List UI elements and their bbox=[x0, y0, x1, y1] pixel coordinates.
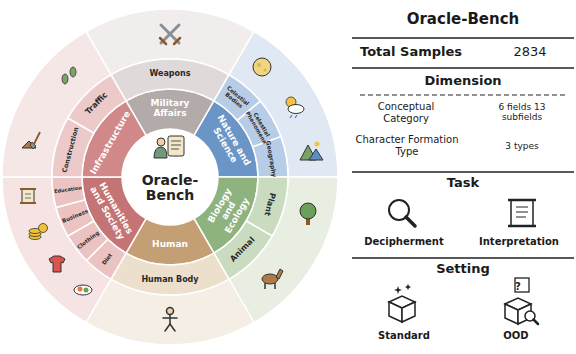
task-section: TaskDecipherment Interpretation bbox=[352, 172, 574, 258]
title-cell: Oracle-Bench bbox=[352, 4, 574, 38]
question-mark: ? bbox=[511, 280, 525, 294]
segment-label: Education bbox=[53, 186, 83, 195]
samples-row: Total Samples2834 bbox=[352, 38, 574, 68]
segment-label: Construction bbox=[61, 125, 81, 175]
tree-icon bbox=[300, 203, 316, 225]
dimension-name: Conceptual Category bbox=[358, 101, 454, 124]
mountain-icon bbox=[300, 142, 323, 161]
dimension-section: DimensionConceptual Category 6 fields 13 … bbox=[352, 68, 574, 172]
segment-label: Plant bbox=[260, 181, 280, 226]
ood-box-icon bbox=[505, 278, 538, 324]
subfield-label-box: Construction bbox=[61, 125, 81, 175]
subfield-segment bbox=[52, 177, 85, 208]
segment-label: Geography bbox=[265, 139, 278, 180]
subfield-label-box: Traffic bbox=[78, 85, 115, 122]
subfield-segment bbox=[111, 253, 229, 295]
field-label-box: Biology and Ecology bbox=[202, 178, 257, 243]
dimension-name: Character Formation Type bbox=[354, 134, 460, 157]
setting-section: SettingStandard OOD bbox=[352, 258, 574, 352]
animal-icon bbox=[262, 269, 283, 289]
segment-label: Weapons bbox=[142, 70, 198, 79]
human-icon bbox=[163, 308, 177, 332]
segment-label: Traffic bbox=[78, 85, 115, 122]
subfield-segment bbox=[111, 59, 229, 101]
segment-label: Oracle-Bench bbox=[132, 173, 208, 204]
segment-label: Human bbox=[141, 240, 199, 250]
center-disc bbox=[123, 130, 217, 224]
row-label: Total Samples bbox=[360, 45, 490, 60]
subfield-label-box: Celestial Phenomena bbox=[244, 106, 273, 145]
weather-icon bbox=[286, 97, 304, 118]
field-label-box: Military Affairs bbox=[141, 99, 199, 119]
segment-label: Diet bbox=[96, 245, 119, 272]
subfield-label-box: Celestial Bodies bbox=[219, 83, 253, 114]
task-name: Decipherment bbox=[352, 236, 456, 248]
row-value: 2834 bbox=[492, 45, 568, 60]
scholar-icon bbox=[154, 136, 184, 158]
center-circle: Oracle-Bench bbox=[132, 173, 208, 204]
section-heading: Setting bbox=[352, 262, 574, 277]
segment-label: Celestial Bodies bbox=[219, 83, 253, 114]
panel-title: Oracle-Bench bbox=[352, 11, 574, 28]
section-heading: Task bbox=[352, 176, 574, 191]
section-heading: Dimension bbox=[352, 74, 574, 89]
subfield-label-box: Geography bbox=[265, 139, 278, 180]
segment-label: Animal bbox=[224, 231, 261, 268]
dimension-value: 3 types bbox=[478, 141, 566, 151]
segment-label: Clothing bbox=[75, 228, 102, 251]
coin-icon bbox=[29, 224, 48, 240]
document-icon bbox=[508, 200, 536, 226]
sword-icon bbox=[160, 25, 180, 44]
setting-name: Standard bbox=[352, 330, 456, 342]
segment-label: Human Body bbox=[138, 276, 202, 285]
subfield-label-box: Weapons bbox=[142, 70, 198, 79]
segment-label: Biology and Ecology bbox=[202, 178, 257, 243]
subfield-label-box: Clothing bbox=[75, 228, 102, 251]
food-icon bbox=[74, 285, 92, 295]
table-rules bbox=[352, 38, 574, 258]
subfield-label-box: Animal bbox=[224, 231, 261, 268]
construction-icon bbox=[22, 132, 40, 149]
field-label-box: Infrastructure bbox=[89, 109, 134, 176]
scroll-icon bbox=[20, 189, 36, 203]
setting-name: OOD bbox=[464, 330, 568, 342]
box-icon bbox=[389, 284, 415, 322]
segment-label: Celestial Phenomena bbox=[244, 106, 273, 145]
subfield-label-box: Business bbox=[60, 208, 90, 225]
segment-label: Business bbox=[60, 208, 90, 225]
segment-label: Infrastructure bbox=[89, 109, 134, 176]
task-name: Interpretation bbox=[464, 236, 574, 248]
subfield-label-box: Education bbox=[53, 186, 83, 195]
dimension-value: 6 fields 13 subfields bbox=[478, 102, 566, 123]
magnifier-icon bbox=[389, 200, 415, 226]
field-label-box: Human bbox=[141, 240, 199, 250]
segment-label: Nature and Science bbox=[206, 113, 252, 173]
subfield-label-box: Diet bbox=[96, 245, 119, 272]
moon-icon bbox=[253, 58, 271, 76]
segment-label: Military Affairs bbox=[141, 99, 199, 119]
footprint-icon bbox=[62, 67, 76, 84]
subfield-label-box: Plant bbox=[260, 181, 280, 226]
clothing-icon bbox=[49, 256, 65, 272]
subfield-label-box: Human Body bbox=[138, 276, 202, 285]
field-label-box: Nature and Science bbox=[206, 113, 252, 173]
